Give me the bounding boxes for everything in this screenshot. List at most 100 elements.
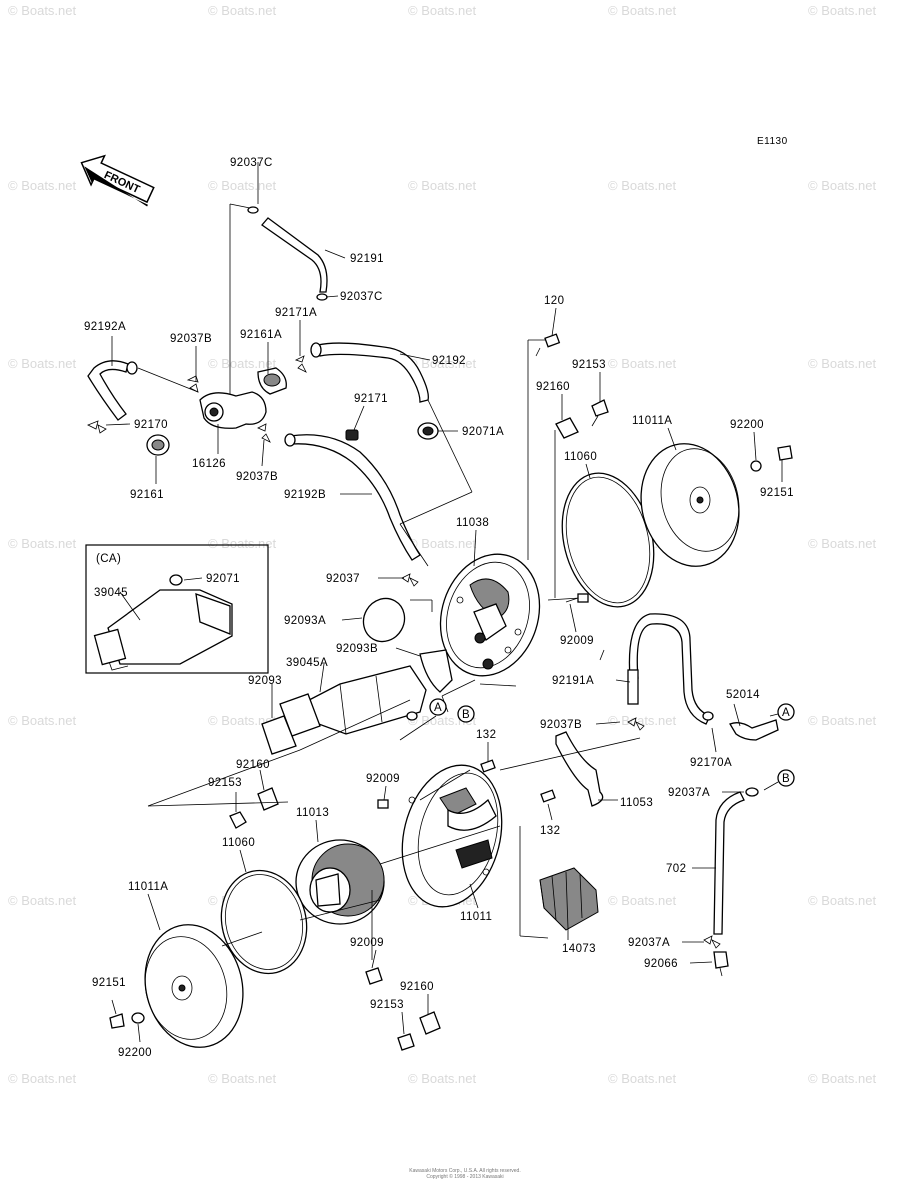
part-label: 11013 [296, 807, 329, 819]
watermark: © Boats.net [208, 536, 277, 551]
part-label: 92037B [540, 719, 582, 731]
part-label: 11060 [564, 451, 597, 463]
watermark: © Boats.net [208, 3, 277, 18]
part-label: 11060 [222, 837, 255, 849]
sheet-code: E1130 [757, 136, 788, 147]
part-label: 92093A [284, 615, 326, 627]
watermark: © Boats.net [8, 893, 77, 908]
copyright-notice: Kawasaki Motors Corp., U.S.A. All rights… [335, 1168, 595, 1180]
watermark: © Boats.net [208, 1071, 277, 1086]
part-label: 92192B [284, 489, 326, 501]
leader-lines [105, 162, 783, 1043]
watermark: © Boats.net [408, 356, 477, 371]
oring-11060-lower-inner [224, 874, 304, 970]
watermark: © Boats.net [808, 178, 877, 193]
front-arrow: FRONT [80, 154, 155, 207]
callout-B-right: B [777, 769, 795, 787]
watermark: © Boats.net [8, 536, 77, 551]
watermark: © Boats.net [608, 1071, 677, 1086]
california-inset: (CA) [85, 544, 269, 674]
callout-B-left: B [457, 705, 475, 723]
part-label: 92093B [336, 643, 378, 655]
part-label: 16126 [192, 458, 226, 470]
watermark: © Boats.net [8, 1071, 77, 1086]
part-label: 92170 [134, 419, 168, 431]
watermark: © Boats.net [8, 356, 77, 371]
watermark: © Boats.net [608, 178, 677, 193]
part-label: 92151 [760, 487, 794, 499]
part-label: 11011A [128, 881, 168, 893]
watermark: © Boats.net [8, 713, 77, 728]
cover-11011A-upper [640, 443, 793, 567]
part-label: 92192A [84, 321, 126, 333]
watermark: © Boats.net [808, 1071, 877, 1086]
part-label: 92191 [350, 253, 384, 265]
part-label: 92037B [170, 333, 212, 345]
watermark: © Boats.net [608, 3, 677, 18]
cover-11011A-lower [109, 924, 244, 1048]
base-plate-11011 [401, 764, 503, 908]
lower-fasteners [229, 787, 441, 1051]
watermark: © Boats.net [608, 356, 677, 371]
copyright-line: Copyright © 1998 - 2013 Kawasaki [426, 1174, 504, 1180]
intake-duct-39045A [261, 665, 427, 755]
part-label: 92191A [552, 675, 594, 687]
part-label: 92160 [536, 381, 570, 393]
part-label: 92066 [644, 958, 678, 970]
part-label: 92151 [92, 977, 126, 989]
oring-11060-upper-inner [565, 476, 651, 604]
watermark: © Boats.net [208, 713, 277, 728]
watermark: © Boats.net [408, 3, 477, 18]
part-label: 120 [544, 295, 564, 307]
svg-text:A: A [782, 707, 790, 719]
watermark: © Boats.net [808, 893, 877, 908]
part-label: 92153 [208, 777, 242, 789]
part-label: 92037A [668, 787, 710, 799]
upper-hose-assembly [87, 203, 473, 587]
part-label: 11011A [632, 415, 672, 427]
part-label: 92037B [236, 471, 278, 483]
oring-11060-lower [220, 869, 308, 975]
part-label: 52014 [726, 689, 760, 701]
part-label: 14073 [562, 943, 596, 955]
svg-text:B: B [462, 709, 470, 721]
part-labels: 92037C 92191 92037C 92171A 92161A 92192 … [84, 157, 794, 1059]
bolt-92153-top [591, 399, 609, 427]
part-label: 11011 [460, 911, 492, 923]
part-label: 92153 [370, 999, 404, 1011]
bolt-120 [535, 333, 561, 357]
watermark: © Boats.net [8, 3, 77, 18]
part-label: 92192 [432, 355, 466, 367]
part-label: 92160 [400, 981, 434, 993]
watermark: © Boats.net [608, 893, 677, 908]
part-label: 92171A [275, 307, 317, 319]
part-label: 39045A [286, 657, 328, 669]
part-label: 92200 [730, 419, 764, 431]
watermark: © Boats.net [808, 713, 877, 728]
watermark: © Boats.net [808, 356, 877, 371]
part-label: 92153 [572, 359, 606, 371]
backing-plate [362, 339, 581, 713]
watermark: © Boats.net [408, 1071, 477, 1086]
part-label: 39045 [94, 587, 128, 599]
part-label: 132 [540, 825, 560, 837]
watermark: © Boats.net [8, 178, 77, 193]
svg-text:A: A [434, 702, 442, 714]
part-label: 92037 [326, 573, 360, 585]
watermark: © Boats.net [808, 3, 877, 18]
part-label: 92160 [236, 759, 270, 771]
part-label: 11053 [620, 797, 653, 809]
spacer-92160-top [555, 417, 579, 439]
part-label: 92161A [240, 329, 282, 341]
watermark: © Boats.net [808, 536, 877, 551]
bracket-11053 [480, 731, 604, 807]
part-label: 11038 [456, 517, 489, 529]
filter-element-11013 [295, 839, 385, 925]
breather-hose-92191A [627, 613, 779, 741]
screen-14073 [539, 867, 599, 931]
inset-title: (CA) [96, 553, 121, 565]
part-label: 92170A [690, 757, 732, 769]
watermark: © Boats.net [608, 713, 677, 728]
part-label: 92071 [206, 573, 240, 585]
